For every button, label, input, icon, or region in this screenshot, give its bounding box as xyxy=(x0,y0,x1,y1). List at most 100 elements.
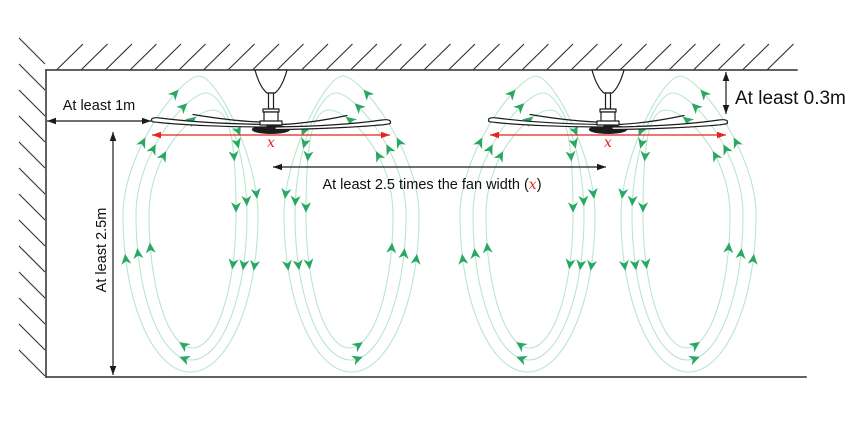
airflow-arrow-icon xyxy=(292,259,303,271)
airflow-arrow-icon xyxy=(567,202,578,213)
airflow-arrow-icon xyxy=(179,355,191,366)
wall-hatch-line xyxy=(18,297,46,325)
ceiling-hatch-line xyxy=(620,43,647,70)
airflow-arrow-icon xyxy=(121,253,132,265)
label-fan1-width-x: x xyxy=(267,135,275,151)
airflow-arrow-icon xyxy=(568,124,578,136)
wall-hatch-line xyxy=(18,89,46,117)
wall-hatch-line xyxy=(18,323,46,351)
ceiling-hatch-line xyxy=(105,43,133,70)
airflow-arrow-icon xyxy=(513,103,525,115)
airflow-arrow-icon xyxy=(638,137,648,149)
ceiling-hatch-line xyxy=(473,43,500,70)
ceiling-fan-1 xyxy=(150,69,392,134)
ceiling-hatch-line xyxy=(522,43,549,70)
airflow-arrow-icon xyxy=(688,341,700,353)
airflow-loops xyxy=(121,75,758,373)
fan-blade-right xyxy=(274,119,392,131)
airflow-arrow-icon xyxy=(145,242,156,254)
wall-hatch-line xyxy=(18,219,46,247)
fan-downrod xyxy=(604,92,612,110)
fan-hub xyxy=(259,120,283,126)
ceiling-hatch-line xyxy=(154,43,182,70)
airflow-loop-path xyxy=(148,109,237,349)
airflow-arrow-icon xyxy=(618,187,629,199)
airflow-arrow-icon xyxy=(363,89,375,101)
floor-clearance-arrow-arrowhead xyxy=(109,132,117,141)
wall-hatch-line xyxy=(18,245,46,273)
ceiling-hatching xyxy=(56,43,794,70)
room-structure xyxy=(18,37,807,378)
airflow-arrow-icon xyxy=(516,355,528,366)
ceiling-hatch-line xyxy=(130,43,157,70)
fan-spacing-arrow-arrowhead xyxy=(273,163,282,171)
fan1-width-arrow-arrowhead xyxy=(381,131,390,139)
airflow-arrow-icon xyxy=(470,248,481,260)
airflow-loop-path xyxy=(283,75,420,373)
ceiling-hatch-line xyxy=(644,43,672,70)
airflow-arrow-icon xyxy=(398,248,409,260)
wall-hatch-line xyxy=(18,37,46,65)
ceiling-hatch-line xyxy=(301,43,329,70)
ceiling-hatch-line xyxy=(693,43,721,70)
ceiling-clearance-arrow-arrowhead xyxy=(722,72,730,81)
airflow-arrow-icon xyxy=(700,89,712,101)
fan-hub xyxy=(596,120,620,126)
wall-hatching xyxy=(18,37,46,377)
airflow-arrow-icon xyxy=(688,355,700,366)
airflow-arrow-icon xyxy=(241,195,252,207)
airflow-arrow-icon xyxy=(136,137,146,150)
airflow-arrow-icon xyxy=(386,144,396,156)
wall-clearance-arrow-arrowhead xyxy=(142,117,151,125)
ceiling-hatch-line xyxy=(399,43,427,70)
airflow-arrow-icon xyxy=(231,137,241,149)
airflow-arrow-icon xyxy=(281,259,292,271)
fan-mount-bell xyxy=(591,69,625,94)
airflow-arrow-icon xyxy=(733,137,743,150)
label-floor-clearance: At least 2.5m xyxy=(94,208,110,293)
airflow-arrow-icon xyxy=(578,195,589,207)
ceiling-hatch-line xyxy=(546,43,574,70)
fan-mount-bell xyxy=(254,69,288,94)
airflow-arrow-icon xyxy=(250,259,261,271)
airflow-arrow-icon xyxy=(303,150,314,162)
airflow-arrow-icon xyxy=(231,124,241,136)
ceiling-hatch-line xyxy=(497,43,525,70)
airflow-arrow-icon xyxy=(345,116,358,128)
airflow-arrow-icon xyxy=(638,202,649,213)
ceiling-hatch-line xyxy=(228,43,255,70)
airflow-arrow-icon xyxy=(576,259,587,271)
ceiling-hatch-line xyxy=(448,43,476,70)
airflow-arrow-icon xyxy=(303,258,314,270)
wall-hatch-line xyxy=(18,115,46,143)
wall-hatch-line xyxy=(18,193,46,221)
airflow-arrow-icon xyxy=(458,253,469,265)
fan2-width-arrow-arrowhead xyxy=(490,131,499,139)
airflow-arrow-icon xyxy=(228,150,239,162)
label-fan-spacing-prefix: At least 2.5 times the fan width ( xyxy=(322,177,528,193)
airflow-loop-path xyxy=(305,109,394,349)
ceiling-hatch-line xyxy=(718,43,745,70)
airflow-arrow-icon xyxy=(473,137,483,150)
wall-hatch-line xyxy=(18,141,46,169)
airflow-arrow-icon xyxy=(565,150,576,162)
airflow-arrow-icon xyxy=(176,103,188,115)
ceiling-hatch-line xyxy=(767,43,794,70)
label-ceiling-clearance: At least 0.3m xyxy=(735,88,846,109)
ceiling-hatch-line xyxy=(375,43,402,70)
airflow-arrow-icon xyxy=(354,103,366,115)
airflow-arrow-icon xyxy=(396,137,406,150)
airflow-arrow-icon xyxy=(410,253,421,265)
airflow-arrow-icon xyxy=(482,242,493,254)
airflow-arrow-icon xyxy=(179,342,191,353)
fan-blade-right xyxy=(611,119,729,131)
airflow-loop-path xyxy=(459,75,596,373)
dimension-arrows xyxy=(47,72,730,375)
airflow-arrow-icon xyxy=(747,253,758,265)
airflow-arrow-icon xyxy=(156,151,167,163)
wall-clearance-arrow-arrowhead xyxy=(47,117,56,125)
airflow-arrow-icon xyxy=(640,258,651,270)
airflow-arrow-icon xyxy=(587,187,598,199)
